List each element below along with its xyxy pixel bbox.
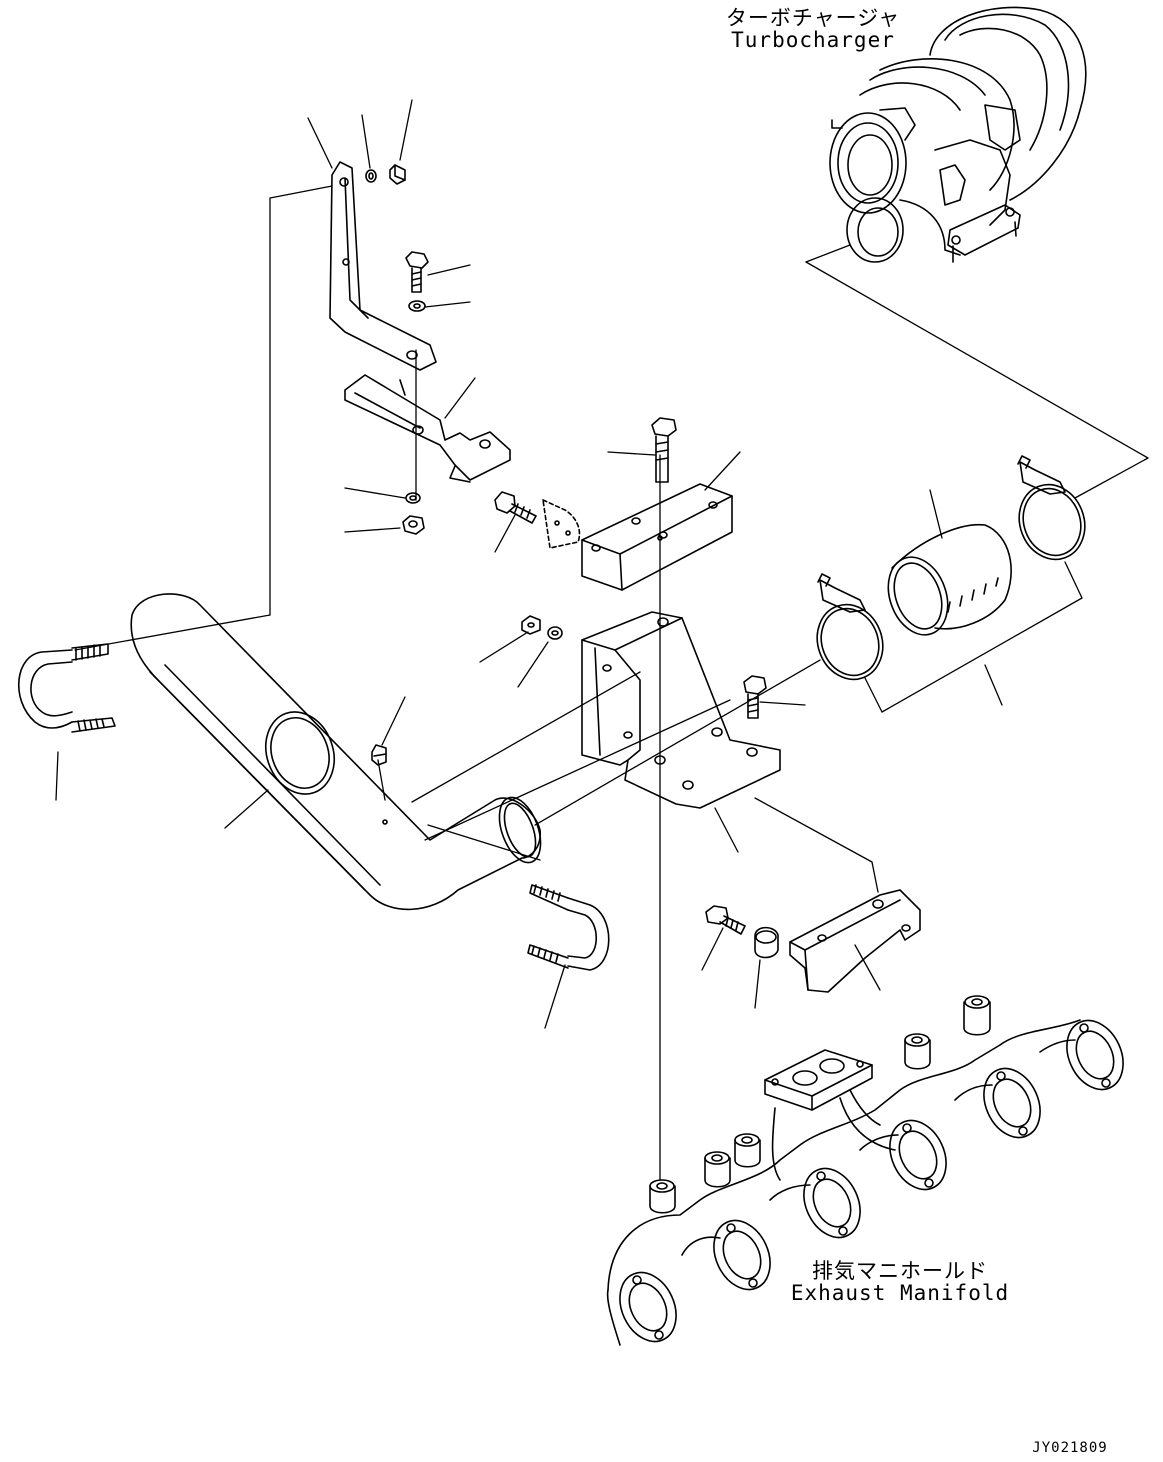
u-bolt-lower: [528, 885, 609, 970]
turbocharger-label-en: Turbocharger: [731, 28, 895, 52]
main-bracket: [582, 612, 780, 808]
leader-lines: [56, 100, 1148, 1180]
exhaust-pipe: [131, 594, 548, 910]
hose-clamps-and-sleeve: [807, 456, 1095, 689]
exhaust-manifold-label-en: Exhaust Manifold: [790, 1281, 1010, 1305]
drawing-id: JY021809: [1032, 1440, 1108, 1456]
upper-fasteners: [366, 165, 428, 311]
turbocharger-drawing: [830, 7, 1086, 262]
reference-marks: [658, 536, 662, 540]
lower-bracket-assembly: [706, 890, 920, 992]
rectangular-block: [582, 484, 732, 590]
upper-bracket: [330, 162, 436, 370]
exhaust-manifold-drawing: [608, 996, 1134, 1351]
center-long-bolt: [652, 418, 676, 482]
u-bolt-left: [19, 644, 115, 732]
small-bolt-and-shim: [495, 492, 579, 548]
turbocharger-label-jp: ターボチャージャ: [725, 6, 901, 30]
exhaust-manifold-label-jp: 排気マニホールド: [812, 1259, 988, 1283]
main-bracket-fasteners: [522, 616, 766, 718]
small-stud: [372, 745, 386, 765]
spacer-plate: [345, 375, 510, 482]
middle-left-nuts: [403, 493, 424, 534]
